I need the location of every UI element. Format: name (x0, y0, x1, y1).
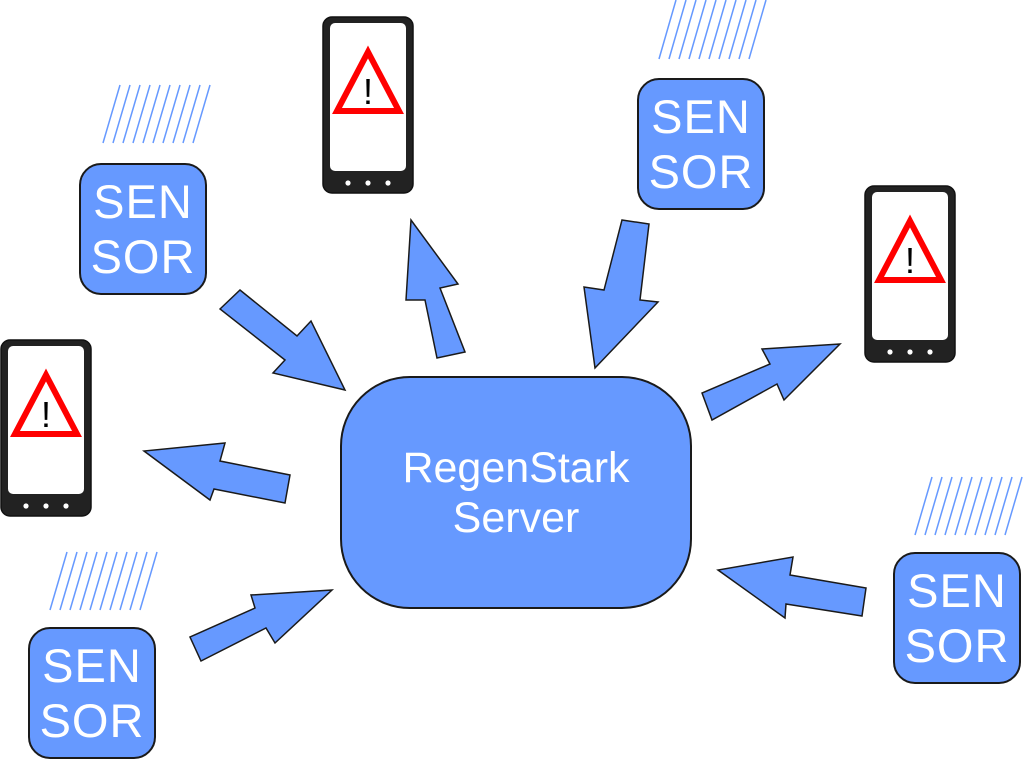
phone-icon: ! (0, 339, 92, 517)
alert-symbol: ! (363, 71, 373, 112)
sensor-label-line1: SEN (42, 639, 142, 692)
rain-icon (914, 476, 1023, 536)
arrow-sensor4-to-server (716, 556, 867, 620)
sensor-node: SEN SOR (28, 627, 156, 759)
rain-icon (102, 84, 211, 144)
sensor-node: SEN SOR (637, 78, 765, 210)
rain-icon (49, 551, 158, 611)
arrow-sensor1-to-server (218, 289, 347, 392)
server-label-line1: RegenStark (402, 443, 630, 492)
arrow-server-to-phone3 (141, 442, 291, 504)
rain-icon (658, 0, 767, 60)
arrow-server-to-phone1 (405, 217, 467, 359)
warning-triangle-icon: ! (10, 368, 82, 437)
arrow-sensor2-to-server (583, 219, 660, 370)
regenstark-server-node: RegenStark Server (340, 376, 692, 609)
server-label-line2: Server (452, 493, 580, 542)
phone-icon: ! (322, 16, 414, 194)
sensor-label-line2: SOR (904, 619, 1010, 672)
sensor-node: SEN SOR (893, 552, 1021, 684)
sensor-label-line2: SOR (90, 230, 196, 283)
alert-symbol: ! (41, 394, 51, 435)
alert-symbol: ! (905, 240, 915, 281)
sensor-label-line2: SOR (648, 145, 754, 198)
phone-icon: ! (864, 185, 956, 363)
warning-triangle-icon: ! (874, 214, 946, 283)
sensor-label-line1: SEN (651, 90, 751, 143)
sensor-label-line1: SEN (907, 564, 1007, 617)
sensor-label-line2: SOR (39, 694, 145, 747)
rain-icons (49, 0, 1023, 611)
sensor-node: SEN SOR (79, 163, 207, 295)
sensor-label-line1: SEN (93, 175, 193, 228)
warning-triangle-icon: ! (332, 45, 404, 114)
arrow-server-to-phone2 (701, 343, 842, 422)
arrow-sensor3-to-server (189, 589, 335, 663)
